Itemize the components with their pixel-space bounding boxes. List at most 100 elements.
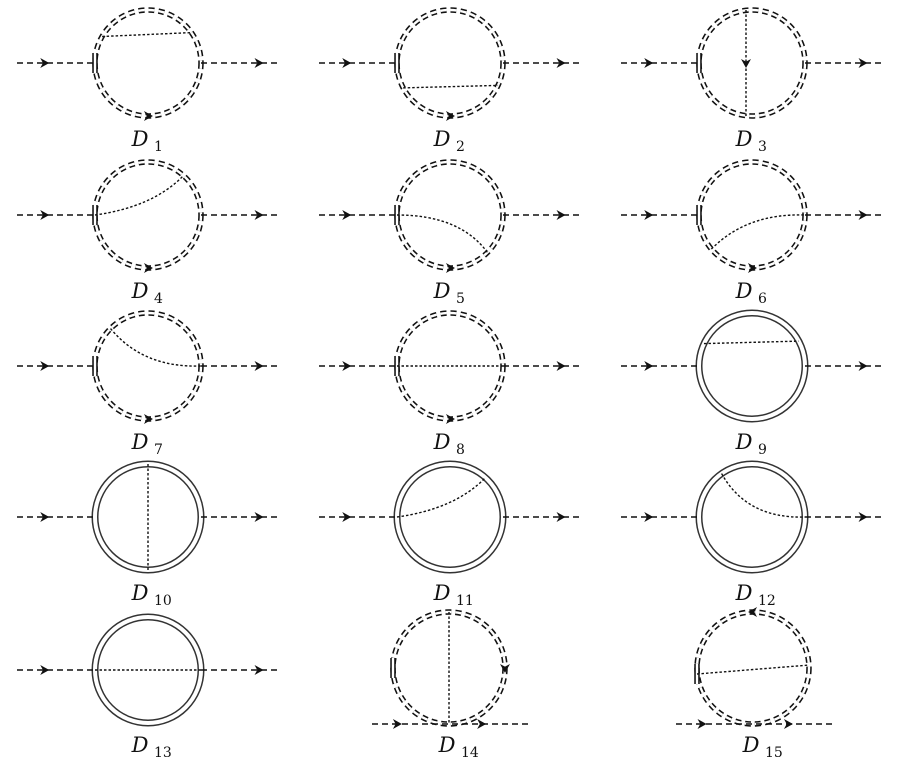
- outgoing-line-arrow-icon: [254, 210, 264, 220]
- diagram-label-main: D: [735, 127, 753, 151]
- diagram-label-main: D: [735, 581, 753, 605]
- diagram-label-subscript: 9: [758, 442, 767, 458]
- internal-propagator: [396, 214, 489, 253]
- diagram-label: D: [131, 127, 149, 151]
- diagram-label-subscript: 14: [461, 745, 479, 760]
- loop-arrow-icon: [143, 111, 153, 121]
- diagram-13: D 13: [17, 613, 281, 760]
- double-dashed-loop-inner: [697, 8, 807, 118]
- outgoing-line-arrow-icon: [254, 361, 264, 371]
- diagram-label-subscript: 5: [456, 291, 465, 307]
- incoming-line-arrow-icon: [342, 361, 352, 371]
- diagram-label: D: [438, 733, 456, 757]
- diagram-label: D: [742, 733, 760, 757]
- incoming-line-arrow-icon: [40, 665, 50, 675]
- loop-arrow-icon: [143, 263, 153, 273]
- diagram-10: D 10: [17, 460, 281, 609]
- diagram-label-subscript: 4: [154, 291, 163, 307]
- external-line-arrow-icon: [697, 719, 707, 729]
- diagram-label: D: [433, 581, 451, 605]
- diagram-label-main: D: [131, 279, 149, 303]
- outgoing-line-arrow-icon: [858, 58, 868, 68]
- diagram-label-main: D: [735, 430, 753, 454]
- diagram-label-main: D: [742, 733, 760, 757]
- incoming-line-arrow-icon: [644, 58, 654, 68]
- diagram-label-main: D: [131, 581, 149, 605]
- outgoing-line-arrow-icon: [254, 512, 264, 522]
- diagram-label-main: D: [131, 127, 149, 151]
- loop-arrow-icon: [143, 414, 153, 424]
- internal-propagator: [403, 84, 499, 89]
- loop-arrow-icon: [747, 263, 757, 273]
- diagram-label-main: D: [131, 733, 149, 757]
- diagram-label-subscript: 3: [758, 139, 767, 155]
- diagram-label-subscript: 7: [154, 442, 163, 458]
- external-line-arrow-2-icon: [477, 719, 487, 729]
- diagram-label-main: D: [735, 279, 753, 303]
- outgoing-line-arrow-icon: [254, 665, 264, 675]
- diagram-label-subscript: 10: [154, 593, 172, 609]
- diagram-12: D 12: [621, 460, 885, 609]
- diagram-label-main: D: [433, 279, 451, 303]
- incoming-line-arrow-icon: [342, 210, 352, 220]
- outgoing-line-arrow-icon: [858, 512, 868, 522]
- double-solid-loop-inner: [697, 311, 807, 421]
- propagator-arrow-icon: [741, 58, 751, 68]
- outgoing-line-arrow-icon: [556, 512, 566, 522]
- internal-propagator: [696, 664, 809, 675]
- diagram-label-subscript: 6: [758, 291, 767, 307]
- diagram-label: D: [131, 279, 149, 303]
- diagram-14: D 14: [372, 609, 528, 760]
- diagram-11: D 11: [319, 460, 583, 609]
- incoming-line-arrow-icon: [342, 58, 352, 68]
- diagram-label-subscript: 11: [456, 593, 474, 609]
- incoming-line-arrow-icon: [644, 361, 654, 371]
- outgoing-line-arrow-icon: [556, 361, 566, 371]
- diagram-label: D: [735, 127, 753, 151]
- diagram-label-main: D: [131, 430, 149, 454]
- diagram-label-subscript: 8: [456, 442, 465, 458]
- diagram-label-subscript: 1: [154, 139, 163, 155]
- external-line-arrow-icon: [392, 719, 402, 729]
- diagram-label-main: D: [433, 127, 451, 151]
- diagram-label: D: [433, 430, 451, 454]
- diagram-label: D: [735, 430, 753, 454]
- diagram-label-subscript: 12: [758, 593, 776, 609]
- double-dashed-loop-inner: [695, 610, 811, 726]
- loop-arrow-icon: [445, 414, 455, 424]
- loop-arrow-icon: [748, 607, 758, 617]
- diagram-label: D: [433, 127, 451, 151]
- incoming-line-arrow-icon: [342, 512, 352, 522]
- internal-propagator: [703, 340, 799, 345]
- outgoing-line-arrow-icon: [858, 361, 868, 371]
- incoming-line-arrow-icon: [40, 58, 50, 68]
- diagram-label: D: [131, 430, 149, 454]
- diagram-label-subscript: 13: [154, 745, 172, 760]
- internal-propagator: [109, 328, 202, 367]
- internal-propagator: [102, 31, 192, 38]
- incoming-line-arrow-icon: [644, 512, 654, 522]
- double-dashed-loop-inner: [93, 160, 203, 270]
- diagram-15: D 15: [676, 607, 836, 760]
- loop-arrow-icon: [445, 111, 455, 121]
- internal-propagator: [710, 214, 806, 250]
- diagram-label: D: [735, 279, 753, 303]
- incoming-line-arrow-icon: [40, 210, 50, 220]
- incoming-line-arrow-icon: [40, 361, 50, 371]
- outgoing-line-arrow-icon: [556, 58, 566, 68]
- diagram-label: D: [131, 733, 149, 757]
- diagram-label-subscript: 15: [765, 745, 783, 760]
- outgoing-line-arrow-icon: [556, 210, 566, 220]
- double-solid-loop-inner: [395, 462, 505, 572]
- double-dashed-loop-inner: [93, 8, 203, 118]
- incoming-line-arrow-icon: [644, 210, 654, 220]
- diagram-label: D: [735, 581, 753, 605]
